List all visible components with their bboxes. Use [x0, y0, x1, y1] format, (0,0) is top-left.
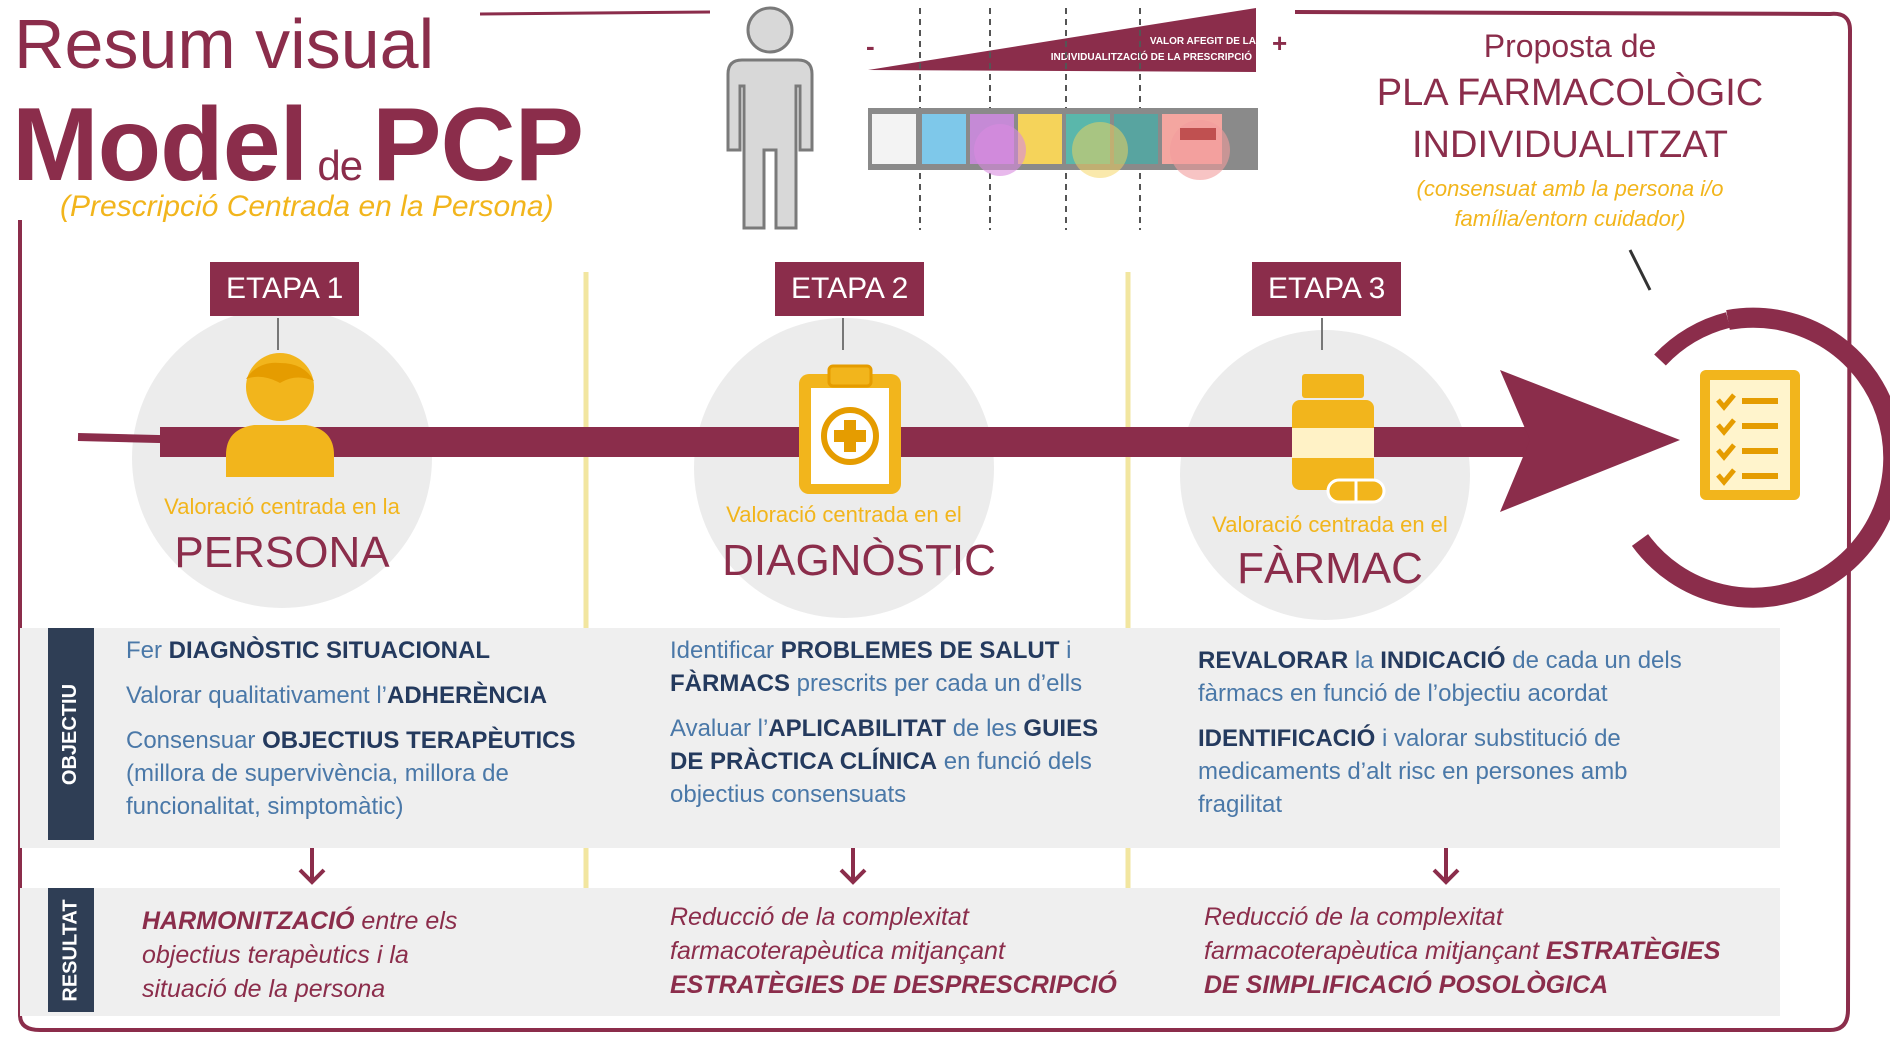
proposal-note-1: (consensuat amb la persona i/o — [1416, 176, 1724, 201]
stage-2-down-arrow-icon — [839, 848, 867, 885]
proposal-intro: Proposta de — [1483, 28, 1657, 64]
stage-1-tag: ETAPA 1 — [210, 262, 360, 316]
stage-1-objectiu-line-5: funcionalitat, simptomàtic) — [126, 793, 404, 820]
stage-1-valoracio: Valoració centrada en la — [164, 494, 400, 519]
tag-connectors — [277, 318, 1323, 350]
stage-2-valoracio: Valoració centrada en el — [726, 502, 962, 527]
objectiu-band — [20, 628, 1780, 848]
stage-1-objectiu-line-4: (millora de supervivència, millora de — [126, 760, 509, 787]
proposal-note-2: família/entorn cuidador) — [1454, 206, 1686, 231]
stage-3-resultat-line-1: Reducció de la complexitat — [1204, 903, 1503, 931]
stage-3-down-arrow-icon — [1432, 848, 1460, 885]
resultat-band — [20, 888, 1780, 1016]
stage-3-objectiu-line-2: fàrmacs en funció de l’objectiu acordat — [1198, 680, 1608, 707]
stage-3-tag: ETAPA 3 — [1252, 262, 1402, 316]
summary-label: Resum visual — [14, 5, 435, 83]
person-silhouette-icon — [726, 6, 814, 230]
stage-2-tag: ETAPA 2 — [775, 262, 925, 316]
stage-3-valoracio: Valoració centrada en el — [1212, 512, 1448, 537]
stage-3-focus: FÀRMAC — [1237, 544, 1423, 593]
stage-2-objectiu-line-3: Avaluar l’APLICABILITAT de les GUIES — [670, 715, 1099, 742]
objectiu-label: OBJECTIU — [48, 628, 94, 840]
stage-2-focus: DIAGNÒSTIC — [722, 536, 996, 585]
plus-sign: + — [1272, 28, 1287, 58]
clipboard-medical-icon — [799, 364, 901, 494]
page-subtitle: (Prescripció Centrada en la Persona) — [60, 190, 554, 223]
wedge-label-1: VALOR AFEGIT DE LA — [1150, 36, 1256, 47]
proposal-title-1: PLA FARMACOLÒGIC — [1376, 72, 1764, 114]
stage-2-objectiu-line-5: objectius consensuats — [670, 781, 907, 808]
title-de: de — [317, 142, 363, 189]
stage-2-objectiu-line-4: DE PRÀCTICA CLÍNICA en funció dels — [670, 748, 1092, 775]
medication-bottle-icon — [1292, 374, 1386, 504]
stage-1-resultat: HARMONITZACIÓ entre els objectius terapè… — [142, 904, 562, 1006]
wedge-label-2: INDIVIDUALITZACIÓ DE LA PRESCRIPCIÓ — [1051, 50, 1253, 63]
resultat-label: RESULTAT — [48, 888, 94, 1012]
title-pcp: PCP — [372, 87, 584, 203]
title-model: Model — [12, 87, 308, 203]
down-arrows — [298, 848, 1460, 885]
stage-1-objectiu: Fer DIAGNÒSTIC SITUACIONAL Valorar quali… — [126, 634, 586, 823]
person-icon — [226, 353, 334, 477]
stage-3-objectiu-line-5: fragilitat — [1198, 791, 1283, 818]
stage-3-resultat-line-2: farmacoterapèutica mitjançant ESTRATÈGIE… — [1204, 937, 1721, 965]
stage-1-objectiu-line-3: Consensuar OBJECTIUS TERAPÈUTICS — [126, 727, 576, 754]
stage-1-resultat-line-1: HARMONITZACIÓ entre els — [142, 907, 458, 935]
stage-2-objectiu-line-2: FÀRMACS prescrits per cada un d’ells — [670, 670, 1083, 697]
resultat-label-text: RESULTAT — [59, 898, 82, 1002]
stage-2-resultat-line-2: farmacoterapèutica mitjançant — [670, 937, 1005, 965]
stage-1-resultat-line-3: situació de la persona — [142, 975, 386, 1003]
stage-1-down-arrow-icon — [298, 848, 326, 885]
stage-3-resultat-line-3: DE SIMPLIFICACIÓ POSOLÒGICA — [1204, 971, 1609, 999]
stage-1-objectiu-line-2: Valorar qualitativament l’ADHERÈNCIA — [126, 682, 548, 709]
stage-2-resultat: Reducció de la complexitat farmacoterapè… — [670, 900, 1130, 1002]
film-strip — [868, 108, 1258, 180]
stage-1-objectiu-line-1: Fer DIAGNÒSTIC SITUACIONAL — [126, 637, 490, 664]
stage-3-objectiu-line-3: IDENTIFICACIÓ i valorar substitució de — [1198, 725, 1621, 752]
checklist-circle — [1631, 307, 1890, 608]
stage-2-resultat-line-3: ESTRATÈGIES DE DESPRESCRIPCIÓ — [670, 971, 1117, 999]
stage-3-resultat: Reducció de la complexitat farmacoterapè… — [1204, 900, 1764, 1002]
individualization-graphic: - + VALOR AFEGIT DE LA INDIVIDUALITZACIÓ… — [726, 6, 1287, 230]
stage-2-resultat-line-1: Reducció de la complexitat — [670, 903, 969, 931]
checklist-icon — [1700, 370, 1800, 500]
value-wedge — [868, 8, 1256, 72]
stage-2-objectiu: Identificar PROBLEMES DE SALUT i FÀRMACS… — [670, 634, 1130, 811]
stage-1-resultat-line-2: objectius terapèutics i la — [142, 941, 409, 969]
minus-sign: - — [866, 31, 875, 61]
stage-3-objectiu: REVALORAR la INDICACIÓ de cada un dels f… — [1198, 644, 1758, 821]
objectiu-label-text: OBJECTIU — [59, 683, 82, 785]
stage-3-objectiu-line-4: medicaments d’alt risc en persones amb — [1198, 758, 1628, 785]
proposal-title-2: INDIVIDUALITZAT — [1412, 124, 1728, 166]
stage-1-focus: PERSONA — [174, 528, 390, 577]
stage-3-objectiu-line-1: REVALORAR la INDICACIÓ de cada un dels — [1198, 647, 1682, 674]
stage-2-objectiu-line-1: Identificar PROBLEMES DE SALUT i — [670, 637, 1072, 664]
